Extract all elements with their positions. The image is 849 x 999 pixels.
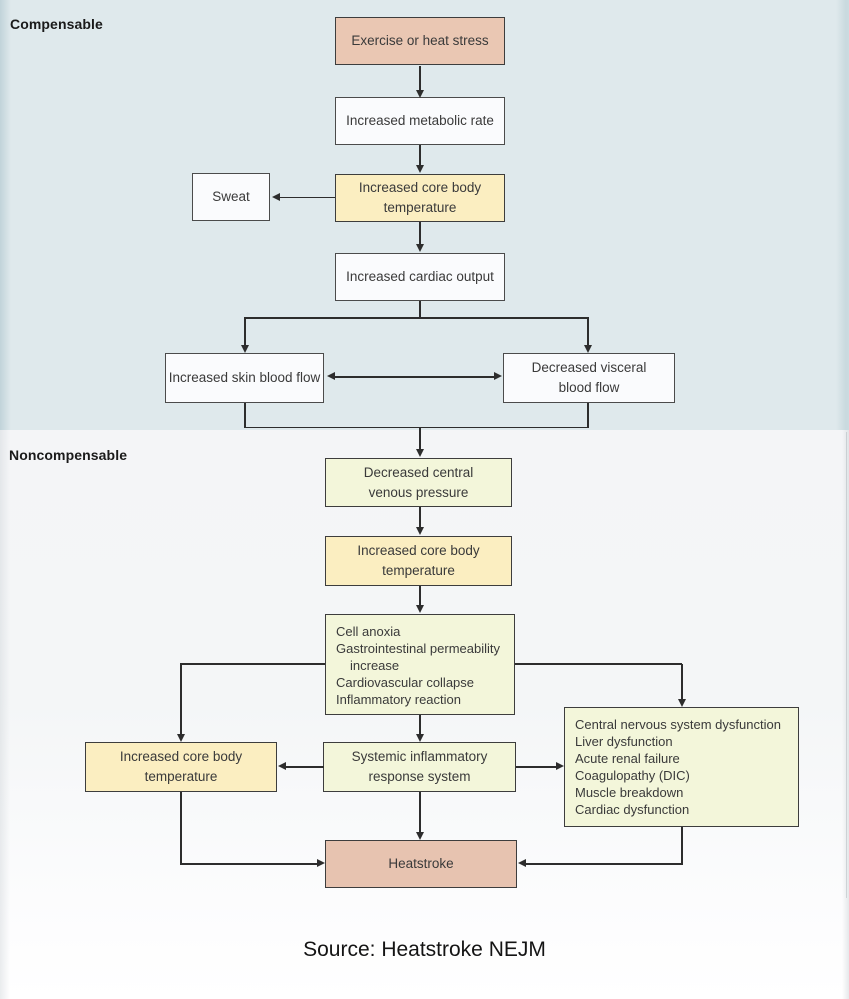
list-line: Cardiac dysfunction xyxy=(575,802,690,817)
list-line: Acute renal failure xyxy=(575,751,680,766)
list-line: Coagulopathy (DIC) xyxy=(575,768,690,783)
arrowhead-left xyxy=(271,192,280,201)
node-increased-core-body-temperature-2: Increased core body temperature xyxy=(325,536,512,586)
page-edge-line xyxy=(846,432,847,898)
connector-line xyxy=(331,376,495,378)
node-label: Increased skin blood flow xyxy=(168,370,321,385)
node-exercise-or-heat-stress: Exercise or heat stress xyxy=(335,17,505,65)
arrowhead-down xyxy=(176,733,185,742)
node-cell-anoxia-list: Cell anoxia Gastrointestinal permeabilit… xyxy=(325,614,515,715)
node-decreased-central-venous-pressure: Decreased central venous pressure xyxy=(325,458,512,507)
connector-line xyxy=(419,301,421,319)
arrowhead-left xyxy=(278,762,286,771)
list-line: Cell anoxia xyxy=(336,624,401,639)
arrowhead-left xyxy=(326,372,335,381)
arrowhead-down xyxy=(415,164,424,173)
node-label: Exercise or heat stress xyxy=(351,33,489,48)
node-heatstroke: Heatstroke xyxy=(325,840,517,888)
node-decreased-visceral-blood-flow: Decreased visceral blood flow xyxy=(503,353,675,403)
list-line: Muscle breakdown xyxy=(575,785,684,800)
connector-line xyxy=(180,663,182,734)
connector-line xyxy=(180,663,326,665)
connector-line xyxy=(419,222,421,245)
connector-line xyxy=(587,403,589,428)
arrowhead-right xyxy=(317,859,325,868)
node-increased-core-body-temperature-3: Increased core body temperature xyxy=(85,742,277,792)
arrowhead-right xyxy=(556,762,564,771)
connector-line xyxy=(681,663,683,700)
node-increased-cardiac-output: Increased cardiac output xyxy=(335,253,505,301)
list-line: Central nervous system dysfunction xyxy=(575,717,781,732)
arrowhead-down xyxy=(415,89,424,98)
connector-line xyxy=(244,426,589,428)
node-systemic-inflammatory-response-system: Systemic inflammatory response system xyxy=(323,742,516,792)
node-label: Decreased visceral blood flow xyxy=(531,360,647,395)
connector-line xyxy=(419,792,421,832)
connector-line xyxy=(419,715,421,734)
node-label: Systemic inflammatory response system xyxy=(351,749,488,784)
arrowhead-left xyxy=(517,859,526,868)
connector-line xyxy=(525,863,682,865)
arrowhead-down xyxy=(415,448,424,457)
arrowhead-down xyxy=(240,345,249,353)
arrowhead-down xyxy=(415,831,424,840)
node-label: Increased cardiac output xyxy=(346,269,494,284)
arrowhead-down xyxy=(415,243,424,252)
connector-line xyxy=(244,317,589,319)
connector-line xyxy=(419,507,421,528)
list-line: Inflammatory reaction xyxy=(336,692,461,707)
connector-line xyxy=(180,792,182,865)
section-label-compensable: Compensable xyxy=(10,16,103,32)
arrowhead-right xyxy=(494,372,502,381)
connector-line xyxy=(419,66,421,90)
node-increased-core-body-temperature-1: Increased core body temperature xyxy=(335,174,505,222)
node-label: Increased core body temperature xyxy=(358,180,482,215)
list-line: Cardiovascular collapse xyxy=(336,675,475,690)
connector-line xyxy=(419,145,421,165)
arrowhead-down xyxy=(415,605,424,613)
connector-line xyxy=(515,663,682,665)
node-label: Increased core body temperature xyxy=(119,749,243,784)
connector-line xyxy=(180,863,318,865)
section-label-noncompensable: Noncompensable xyxy=(9,447,128,463)
connector-line xyxy=(244,317,246,346)
node-increased-metabolic-rate: Increased metabolic rate xyxy=(335,97,505,145)
connector-line xyxy=(516,766,556,768)
list-line: increase xyxy=(350,658,400,673)
connector-line xyxy=(681,827,683,865)
source-caption: Source: Heatstroke NEJM xyxy=(303,938,546,961)
connector-line xyxy=(419,586,421,606)
node-label: Heatstroke xyxy=(388,856,454,871)
arrowhead-down xyxy=(583,345,592,353)
node-sweat: Sweat xyxy=(192,173,270,221)
connector-line xyxy=(285,766,324,768)
arrowhead-down xyxy=(415,733,424,742)
node-label: Increased metabolic rate xyxy=(346,113,494,128)
connector-line xyxy=(279,196,335,199)
node-organ-dysfunction-list: Central nervous system dysfunction Liver… xyxy=(564,707,799,827)
list-line: Liver dysfunction xyxy=(575,734,673,749)
arrowhead-down xyxy=(677,698,686,707)
connector-line xyxy=(244,403,246,428)
node-label: Sweat xyxy=(212,189,250,204)
list-line: Gastrointestinal permeability xyxy=(336,641,501,656)
node-label: Decreased central venous pressure xyxy=(363,464,474,500)
node-label: Increased core body temperature xyxy=(357,543,480,578)
connector-line xyxy=(587,317,589,346)
arrowhead-down xyxy=(415,527,424,535)
connector-line xyxy=(419,426,421,449)
node-increased-skin-blood-flow: Increased skin blood flow xyxy=(165,353,324,403)
